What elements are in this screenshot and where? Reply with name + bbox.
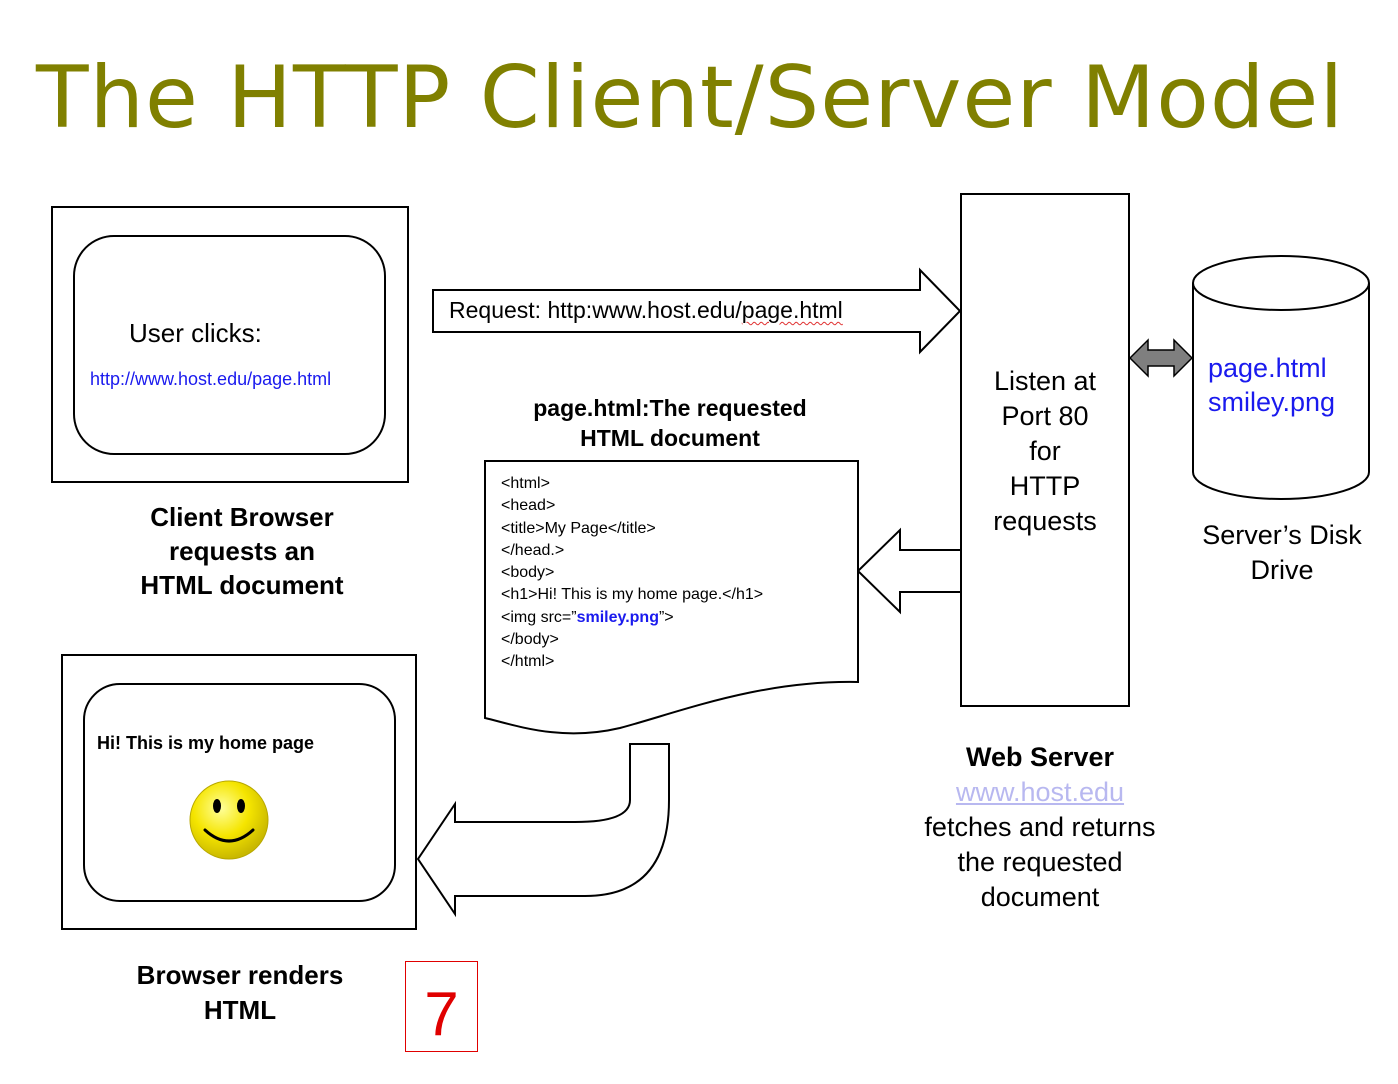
document-heading: page.html:The requested HTML document <box>533 395 807 451</box>
slide-title: The HTTP Client/Server Model <box>36 48 1345 148</box>
disk-file-page-html: page.html <box>1208 353 1327 383</box>
disk-cylinder <box>1192 283 1370 500</box>
disk-caption: Server’s Disk Drive <box>1202 520 1362 585</box>
code-line-img: <img src=”smiley.png”> <box>501 608 674 626</box>
code-line: </html> <box>501 653 555 671</box>
code-line: <title>My Page</title> <box>501 519 656 537</box>
browser-renders-caption: Browser renders HTML <box>136 960 344 1025</box>
web-server-link[interactable]: www.host.edu <box>955 777 1125 807</box>
code-line: </body> <box>501 631 559 649</box>
rendered-page-heading: Hi! This is my home page <box>97 733 315 753</box>
disk-file-smiley-png: smiley.png <box>1208 387 1336 417</box>
html-document-shape <box>484 460 859 735</box>
disk-file-list: page.html smiley.png <box>1208 351 1335 419</box>
web-server-box <box>960 193 1130 707</box>
web-server-caption: Web Server www.host.edu fetches and retu… <box>890 740 1190 915</box>
client-browser-caption: Client Browser requests an HTML document <box>140 502 344 600</box>
code-line: <body> <box>501 564 555 582</box>
client-browser-viewport <box>73 235 386 455</box>
code-line: </head.> <box>501 541 565 559</box>
double-arrow <box>1128 338 1194 378</box>
user-clicks-label: User clicks: <box>129 318 262 348</box>
response-arrow <box>856 527 962 615</box>
request-label: Request: http:www.host.edu/page.html <box>449 297 843 323</box>
disk-cylinder-top <box>1192 255 1370 311</box>
code-line: <html> <box>501 475 550 492</box>
code-line: <head> <box>501 497 556 515</box>
code-line: <h1>Hi! This is my home page.</h1> <box>501 586 764 604</box>
request-arrow <box>432 267 962 355</box>
slide-page-number: 7 <box>405 961 478 1052</box>
render-arrow <box>416 743 670 918</box>
html-source-code: <html> <head> <title>My Page</title> </h… <box>501 473 763 674</box>
smiley-face-icon <box>189 780 269 860</box>
web-server-box-text: Listen at Port 80 for HTTP requests <box>993 366 1097 536</box>
clicked-url-link[interactable]: http://www.host.edu/page.html <box>90 369 332 389</box>
